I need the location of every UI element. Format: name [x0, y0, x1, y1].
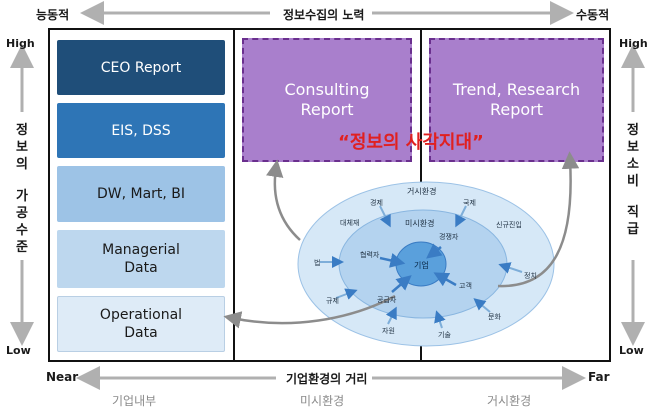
bottom-axis-near: Near [46, 370, 79, 384]
arrow-economy [379, 205, 391, 228]
arrow-international [455, 205, 467, 228]
macro-item-culture: 문화 [488, 313, 501, 321]
micro-environment-title: 미시환경 [405, 219, 435, 228]
diagram-frame [48, 28, 611, 362]
arrow-technology [434, 310, 446, 329]
trend-research-report-box: Trend, Research Report [429, 38, 604, 162]
right-axis-high: High [619, 37, 648, 50]
enterprise-core-label: 기업 [414, 261, 429, 270]
layer-dw-mart-bi: DW, Mart, BI [57, 166, 225, 222]
macro-item-new-entrants: 신규진입 [496, 221, 522, 229]
macro-item-politics: 정치 [524, 272, 537, 280]
right-axis-low: Low [619, 344, 644, 357]
left-axis-high: High [6, 37, 35, 50]
arrow-supplier [391, 275, 412, 293]
macro-item-international: 국제 [463, 199, 476, 207]
bottom-sub-micro: 미시환경 [300, 394, 345, 408]
flow-to-operational-data [223, 294, 396, 329]
consulting-report-box: Consulting Report [242, 38, 412, 162]
bottom-axis-far: Far [588, 370, 610, 384]
flow-to-trend [497, 151, 580, 288]
bottom-axis-title: 기업환경의 거리 [286, 372, 368, 386]
macro-item-economy: 경제 [370, 199, 383, 207]
top-axis-right-label: 수동적 [576, 8, 610, 22]
information-blind-spot-label: “정보의 사각지대” [338, 132, 484, 153]
micro-item-competitor: 경쟁자 [439, 233, 459, 241]
macro-environment-title: 거시환경 [407, 187, 437, 196]
layer-ceo-report: CEO Report [57, 40, 225, 95]
layer-eis-dss: EIS, DSS [57, 103, 225, 158]
arrow-partner [379, 253, 406, 268]
bottom-sub-internal: 기업내부 [112, 394, 157, 408]
right-axis-title-line1: 정보소비 [627, 123, 639, 189]
macro-item-resources: 자원 [382, 327, 395, 335]
micro-item-partner: 협력자 [360, 251, 380, 259]
divider-left [233, 28, 235, 362]
top-axis-left-label: 능동적 [36, 8, 70, 22]
right-axis-title-line2: 직급 [627, 205, 639, 237]
left-axis-title-line1: 정보의 [16, 123, 28, 172]
left-axis-title-line2: 가공수준 [16, 189, 28, 255]
arrow-resources [385, 306, 397, 325]
macro-item-regulation: 규제 [326, 297, 339, 305]
flow-to-consulting [266, 159, 301, 241]
micro-item-customer: 고객 [459, 282, 472, 290]
macro-item-substitutes: 대체재 [340, 219, 360, 227]
arrow-customer [433, 272, 457, 287]
arrow-regulation [335, 288, 358, 300]
arrow-politics [498, 262, 523, 274]
top-axis-title: 정보수집의 노력 [283, 8, 365, 22]
left-axis-low: Low [6, 344, 31, 357]
macro-item-technology: 기술 [438, 331, 451, 339]
arrow-competitor [426, 243, 443, 259]
layer-operational-data: Operational Data [57, 296, 225, 352]
bottom-sub-macro: 거시환경 [487, 394, 532, 408]
arrow-culture [473, 298, 491, 313]
macro-item-law: 법 [314, 259, 321, 267]
micro-item-supplier: 공급자 [377, 296, 397, 304]
layer-managerial-data: Managerial Data [57, 230, 225, 288]
